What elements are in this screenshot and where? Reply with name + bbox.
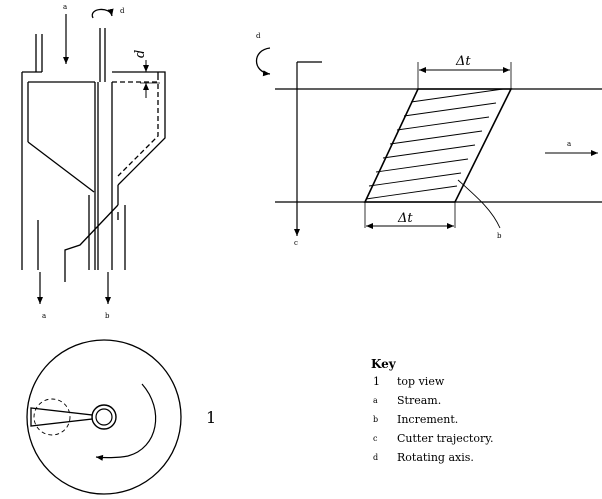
key-title: Key bbox=[371, 357, 397, 371]
key-text-5: Rotating axis. bbox=[397, 451, 474, 464]
key-mark-1: 1 bbox=[373, 375, 380, 388]
top-view-label: 1 bbox=[206, 408, 216, 427]
label-d-right: d bbox=[256, 32, 261, 40]
key-mark-2: a bbox=[373, 396, 378, 405]
label-d-top: d bbox=[120, 7, 125, 15]
rotation-arrow-right bbox=[255, 47, 271, 77]
rotation-arrow-top-view bbox=[95, 454, 129, 461]
key-legend: Key 1 top view a Stream. b Increment. c … bbox=[371, 357, 493, 464]
top-view-figure bbox=[26, 339, 182, 495]
key-mark-3: b bbox=[373, 415, 378, 424]
key-mark-4: c bbox=[373, 434, 378, 443]
label-delta-top: Δt bbox=[455, 54, 471, 69]
label-b-right: b bbox=[497, 232, 502, 240]
label-a-right: a bbox=[567, 140, 571, 148]
key-text-2: Stream. bbox=[397, 394, 441, 407]
label-a-top: a bbox=[63, 3, 67, 11]
label-a-bottom: a bbox=[42, 312, 46, 320]
label-c-right: c bbox=[294, 239, 298, 247]
label-b-bottom: b bbox=[105, 312, 110, 320]
key-text-3: Increment. bbox=[397, 413, 458, 426]
label-d-gap: d bbox=[133, 50, 148, 58]
label-delta-bottom: Δt bbox=[397, 211, 413, 226]
key-text-1: top view bbox=[397, 375, 445, 388]
key-text-4: Cutter trajectory. bbox=[397, 432, 493, 445]
rotation-arrow-top bbox=[91, 8, 114, 19]
key-mark-5: d bbox=[373, 453, 378, 462]
cutter-side-view bbox=[21, 28, 166, 282]
trajectory-figure bbox=[275, 61, 602, 236]
